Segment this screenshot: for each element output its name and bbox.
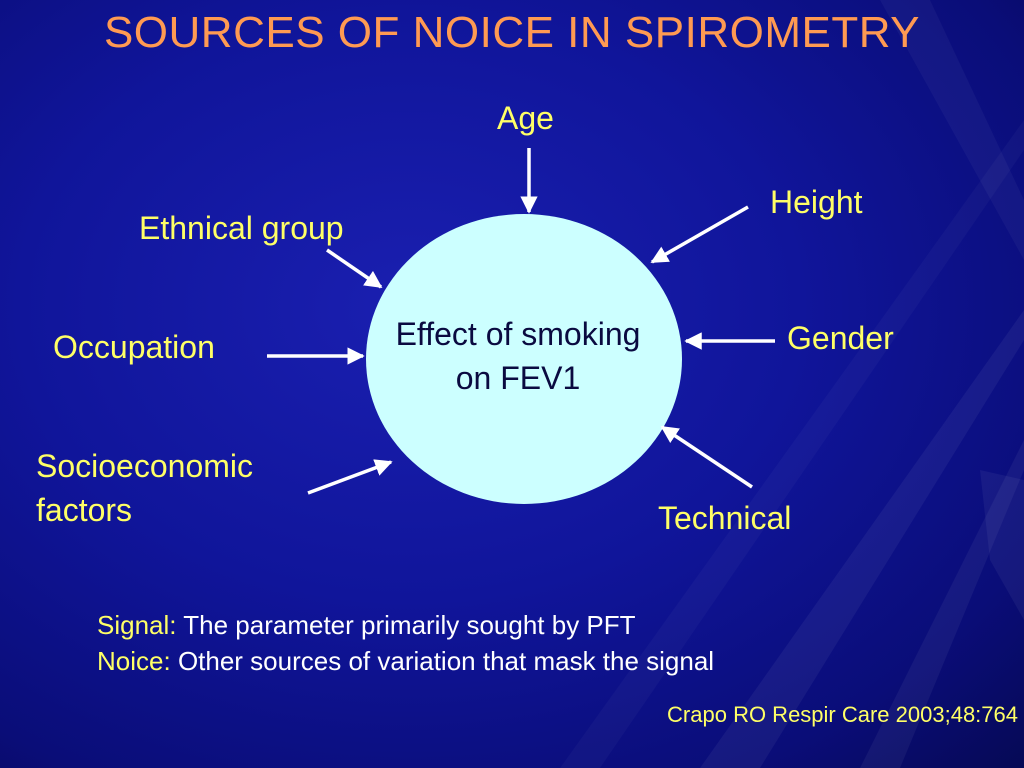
factor-ethnical-group: Ethnical group xyxy=(139,210,344,246)
arrow-height xyxy=(650,205,749,264)
center-circle xyxy=(366,214,682,504)
definition-signal: Signal: The parameter primarily sought b… xyxy=(97,607,714,643)
factor-socioeconomic: Socioeconomic factors xyxy=(36,444,253,532)
definition-signal-text: The parameter primarily sought by PFT xyxy=(183,610,636,640)
arrow-ethnical-group xyxy=(326,248,383,289)
factor-socioeconomic-line1: Socioeconomic xyxy=(36,448,253,484)
factor-occupation: Occupation xyxy=(53,329,215,365)
definition-noice-key: Noice: xyxy=(97,646,171,676)
definition-noice: Noice: Other sources of variation that m… xyxy=(97,643,714,679)
arrow-technical xyxy=(660,425,753,489)
center-label: Effect of smoking on FEV1 xyxy=(366,312,670,400)
definitions: Signal: The parameter primarily sought b… xyxy=(97,607,714,679)
factor-height: Height xyxy=(770,184,863,220)
center-label-line1: Effect of smoking xyxy=(395,316,641,352)
slide-title: SOURCES OF NOICE IN SPIROMETRY xyxy=(103,8,921,57)
factor-technical: Technical xyxy=(658,500,792,536)
factor-socioeconomic-line2: factors xyxy=(36,492,133,528)
citation: Crapo RO Respir Care 2003;48:764 xyxy=(667,702,1018,727)
definition-signal-key: Signal: xyxy=(97,610,177,640)
definition-noice-text: Other sources of variation that mask the… xyxy=(177,646,715,676)
arrow-socioeconomic xyxy=(307,459,393,495)
factor-age: Age xyxy=(497,100,554,136)
center-label-line2: on FEV1 xyxy=(455,360,581,396)
factor-gender: Gender xyxy=(787,320,894,356)
